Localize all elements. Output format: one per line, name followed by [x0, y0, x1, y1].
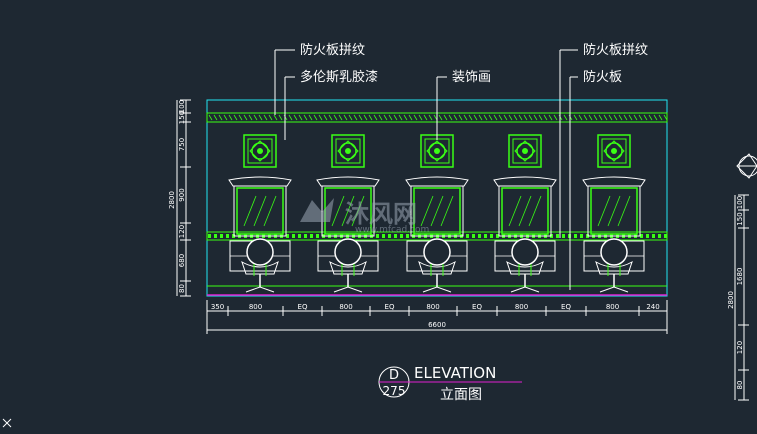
- left-dim-label: 120: [178, 225, 186, 238]
- left-dim-label: 900: [178, 188, 186, 201]
- watermark-brand: 沐风网: [345, 200, 417, 228]
- decorative-painting: [597, 134, 631, 168]
- right-total-dim: 2800: [727, 291, 735, 309]
- chair: [418, 238, 456, 293]
- station-4: [493, 134, 557, 293]
- bottom-dim-label: 800: [515, 303, 528, 311]
- right-dim-label: 100: [736, 196, 744, 209]
- right-dim-label: 120: [736, 341, 744, 354]
- watermark-logo-icon: [300, 198, 334, 222]
- callout-fireboard-pattern-left: 防火板拼纹: [300, 42, 365, 58]
- bottom-dim-label: EQ: [561, 303, 571, 311]
- mirror: [228, 176, 292, 237]
- bottom-dim-label: 350: [211, 303, 224, 311]
- bottom-dim-label: 240: [646, 303, 659, 311]
- bottom-dim-label: EQ: [298, 303, 308, 311]
- chair: [506, 238, 544, 293]
- callout-fireboard: 防火板: [583, 69, 622, 85]
- station-1: [228, 134, 292, 293]
- left-dim-label: 680: [178, 254, 186, 267]
- decorative-painting: [508, 134, 542, 168]
- bottom-dim-label: 800: [426, 303, 439, 311]
- bottom-dims: 350 800 EQ 800 EQ 800 EQ 800 EQ 800 240: [206, 303, 668, 316]
- bottom-dim-label: 800: [249, 303, 262, 311]
- section-letter: D: [389, 368, 399, 383]
- left-dim-label: 80: [178, 284, 186, 293]
- decorative-painting: [331, 134, 365, 168]
- total-width-dim: 6600: [428, 321, 446, 329]
- elevation-title: ELEVATION: [414, 364, 496, 382]
- left-dim-label: 750: [178, 138, 186, 151]
- salon-stations: [228, 134, 646, 293]
- mirror: [582, 176, 646, 237]
- ucs-cursor-icon: [2, 418, 12, 428]
- chair: [329, 238, 367, 293]
- right-dim-label: 150: [736, 212, 744, 225]
- left-dim-label: 100: [178, 100, 186, 113]
- chair: [241, 238, 279, 293]
- right-dim-label: 1680: [736, 268, 744, 286]
- bottom-dim-label: 800: [606, 303, 619, 311]
- watermark-url: www.mfcad.com: [355, 225, 429, 235]
- station-5: [582, 134, 646, 293]
- right-dim-label: 80: [736, 381, 744, 390]
- decorative-painting: [243, 134, 277, 168]
- chair: [595, 238, 633, 293]
- north-symbol: [736, 153, 757, 179]
- elevation-subtitle: 立面图: [440, 387, 482, 403]
- bottom-dim-label: EQ: [385, 303, 395, 311]
- left-total-dim: 2800: [168, 191, 176, 209]
- left-dim-label: 150: [178, 111, 186, 124]
- mirror: [316, 176, 380, 237]
- section-sheet: 275: [383, 384, 406, 398]
- mirror: [405, 176, 469, 237]
- callout-decorative-painting: 装饰画: [452, 70, 491, 85]
- station-2: [316, 134, 380, 293]
- bottom-dim-label: EQ: [472, 303, 482, 311]
- bottom-dim-label: 800: [339, 303, 352, 311]
- callout-fireboard-pattern-right: 防火板拼纹: [583, 42, 648, 58]
- mirror: [493, 176, 557, 237]
- right-dims: 100 150 1680 120 80: [736, 194, 749, 401]
- callout-latex-paint: 多伦斯乳胶漆: [300, 69, 378, 85]
- watermark: 沐风网 www.mfcad.com: [300, 198, 429, 235]
